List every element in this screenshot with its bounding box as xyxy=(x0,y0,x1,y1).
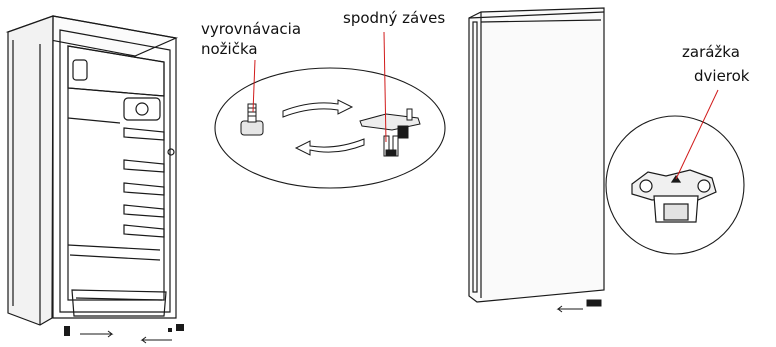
leveling-foot-pointer xyxy=(252,59,256,113)
door-stopper-label: zarážka dvierok xyxy=(682,43,750,85)
door-stopper-icon xyxy=(631,169,717,223)
fridge-feet xyxy=(64,324,184,336)
fridge-door xyxy=(468,7,605,303)
leveling-foot-label: vyrovnávacia nožička xyxy=(201,20,306,58)
door-stopper-detail-circle xyxy=(605,115,745,255)
leveling-foot-icon xyxy=(240,103,264,136)
hinge-icon xyxy=(359,108,421,157)
arrow-right-icon xyxy=(282,99,354,118)
fridge-cabinet xyxy=(5,15,179,326)
fridge-move-arrows xyxy=(80,330,172,344)
hinge-pointer xyxy=(383,31,387,143)
arrow-left-icon xyxy=(294,138,365,156)
door-bottom-parts xyxy=(556,299,602,313)
bottom-hinge-label: spodný záves xyxy=(343,9,445,27)
door-stopper-pointer xyxy=(675,89,719,180)
hinge-detail-ellipse xyxy=(214,67,446,189)
